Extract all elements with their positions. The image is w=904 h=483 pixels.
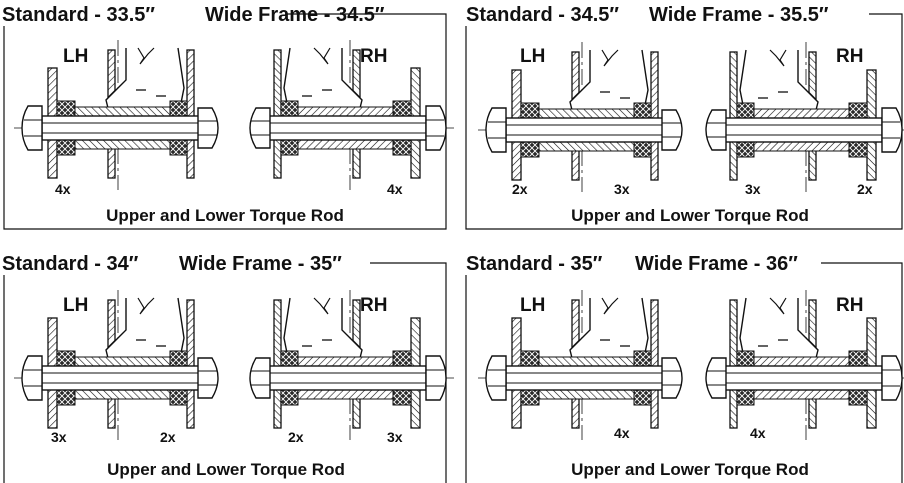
panel-3-count-rh-inner: 2x [288,429,304,445]
panel-2-count-rh-inner: 3x [745,181,761,197]
panel-1-lh-label: LH [63,46,88,67]
panel-4-rh-assembly [706,290,904,440]
panel-1-count-rh: 4x [387,181,403,197]
panel-4: Standard - 35″ Wide Frame - 36″ LH RH 4x… [462,251,904,479]
panel-3-count-lh-outer: 3x [51,429,67,445]
panel-3-frame [3,262,447,483]
panel-4-wide-label: Wide Frame - 36″ [635,253,798,275]
panel-3-count-lh-inner: 2x [160,429,176,445]
panel-3: Standard - 34″ Wide Frame - 35″ LH RH 3x… [0,251,454,479]
panel-2-rh-assembly [706,42,904,192]
panel-1-caption: Upper and Lower Torque Rod [106,206,344,225]
panel-3-standard-label: Standard - 34″ [2,253,139,275]
panel-2-wide-label: Wide Frame - 35.5″ [649,4,829,26]
panel-3-caption: Upper and Lower Torque Rod [107,460,345,479]
panel-4-lh-label: LH [520,295,545,316]
panel-3-lh-assembly [13,289,219,441]
panel-2-count-rh-outer: 2x [857,181,873,197]
panel-4-lh-assembly [477,289,683,441]
panel-2-lh-label: LH [520,46,545,67]
panel-4-caption: Upper and Lower Torque Rod [571,460,809,479]
panel-4-count-rh: 4x [750,425,766,441]
panel-3-lh-label: LH [63,295,88,316]
panel-2-count-lh-inner: 3x [614,181,630,197]
panel-1-wide-label: Wide Frame - 34.5″ [205,4,385,26]
panel-2-standard-label: Standard - 34.5″ [466,4,619,26]
panel-3-wide-label: Wide Frame - 35″ [179,253,342,275]
panel-frames [3,13,903,483]
panel-1-rh-label: RH [360,46,387,67]
panel-2-caption: Upper and Lower Torque Rod [571,206,809,225]
panel-3-rh-label: RH [360,295,387,316]
panel-1-standard-label: Standard - 33.5″ [2,4,155,26]
panel-4-standard-label: Standard - 35″ [466,253,603,275]
panel-3-count-rh-outer: 3x [387,429,403,445]
panel-3-rh-assembly [250,290,454,440]
panel-2-frame [465,13,903,230]
panel-4-rh-label: RH [836,295,863,316]
panel-2-count-lh-outer: 2x [512,181,528,197]
panel-4-count-lh: 4x [614,425,630,441]
panel-2: Standard - 34.5″ Wide Frame - 35.5″ LH R… [462,2,904,225]
panel-1-rh-assembly [250,40,454,190]
panel-1-lh-assembly [13,39,219,191]
panel-1-frame [3,13,447,230]
panel-2-lh-assembly [477,41,683,193]
panel-1-count-lh: 4x [55,181,71,197]
panel-2-rh-label: RH [836,46,863,67]
panel-4-frame [465,262,903,483]
panel-1: Standard - 33.5″ Wide Frame - 34.5″ LH R… [0,2,454,225]
